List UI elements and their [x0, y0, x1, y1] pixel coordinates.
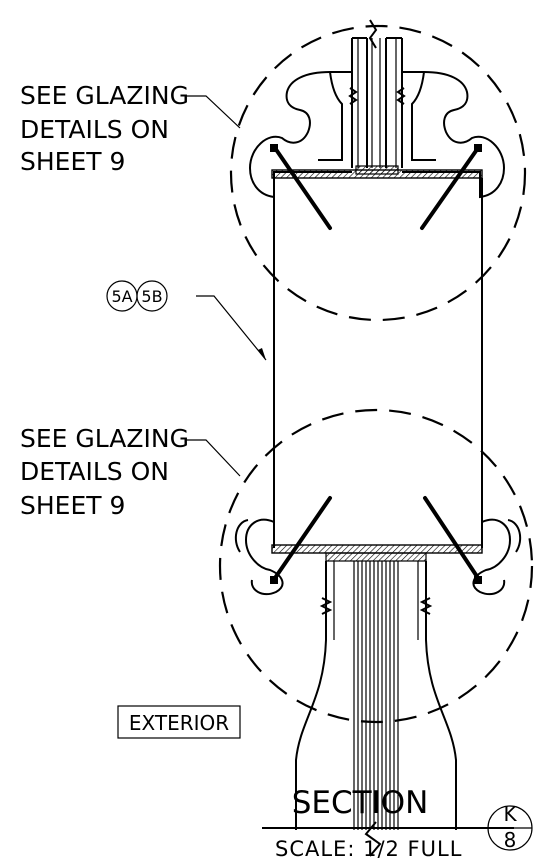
top-glazing-note-line2: DETAILS ON	[20, 115, 169, 144]
part-tag-5a: 5A	[111, 287, 132, 306]
reference-letter: K	[503, 802, 517, 826]
section-title: SECTION	[292, 785, 429, 821]
bottom-glazing-note-line3: SHEET 9	[20, 491, 125, 520]
tag-leader	[196, 295, 267, 361]
bottom-glazing-detail	[218, 408, 534, 857]
sash-member	[273, 178, 483, 548]
tag-leader-arrow	[258, 348, 266, 360]
top-glazing-leader	[186, 95, 241, 129]
scale-note: SCALE: 1/2 FULL	[275, 837, 462, 861]
exterior-label-box	[117, 705, 241, 739]
glass-section-hatch	[353, 561, 399, 830]
top-glazing-note-line1: SEE GLAZING	[20, 81, 189, 110]
bottom-glazing-note-line2: DETAILS ON	[20, 457, 169, 486]
exterior-label: EXTERIOR	[129, 711, 229, 735]
bottom-glazing-leader	[186, 439, 241, 477]
reference-sheet: 8	[504, 828, 517, 852]
part-tag-5b: 5B	[141, 287, 162, 306]
bottom-glazing-note-line1: SEE GLAZING	[20, 424, 189, 453]
part-tags: 5A 5B	[106, 280, 168, 312]
reference-bubble: K 8	[487, 802, 533, 852]
top-glazing-note-line3: SHEET 9	[20, 147, 125, 176]
top-glazing-detail	[229, 19, 527, 322]
